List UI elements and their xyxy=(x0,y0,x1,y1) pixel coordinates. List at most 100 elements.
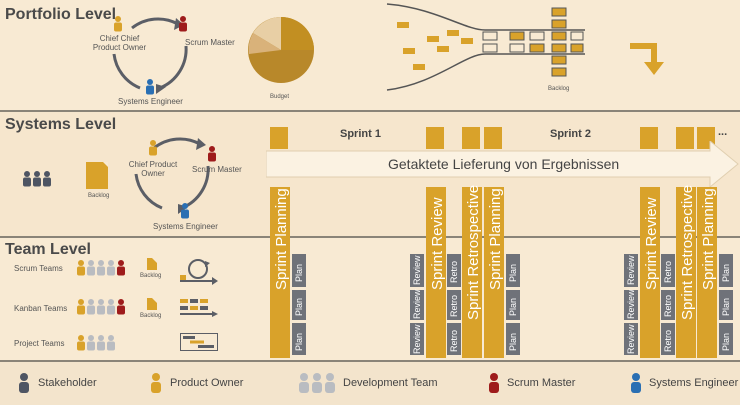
systems-scrum-master-icon xyxy=(208,146,216,162)
systems-cpo-label: Chief Product Owner xyxy=(124,160,182,178)
stakeholder-legend-label: Stakeholder xyxy=(38,377,97,389)
kanban-board-icon xyxy=(180,299,218,317)
team-retro-box xyxy=(661,323,675,355)
team-retro-label: Retro xyxy=(449,329,459,352)
team-retro-label: Retro xyxy=(449,294,459,317)
systems-sm-label: Scrum Master xyxy=(192,165,242,174)
systems-product-owner-icon xyxy=(149,140,157,156)
stakeholder-legend-icon xyxy=(19,373,29,393)
team-plan-label: Plan xyxy=(294,297,304,316)
sprint-review-label: Sprint Review xyxy=(429,197,446,290)
sprint-planning-label-2: Sprint Planning xyxy=(487,188,504,290)
sprint-block xyxy=(640,127,658,149)
team-plan-label: Plan xyxy=(721,332,731,351)
gantt-chart-icon xyxy=(180,333,218,351)
sprint-retrospective-label-2: Sprint Retrospective xyxy=(679,184,696,320)
team-retro-label: Retro xyxy=(663,260,673,283)
sprint-retrospective-label: Sprint Retrospective xyxy=(465,184,482,320)
sprint-planning-label: Sprint Planning xyxy=(273,188,290,290)
team-review-box xyxy=(624,254,638,287)
systems-cpo-text: Chief Product Owner xyxy=(128,160,178,178)
systems-role-cycle xyxy=(134,137,210,214)
team-plan-box xyxy=(719,254,733,287)
scrum-master-legend-label: Scrum Master xyxy=(507,377,576,389)
team-review-label: Review xyxy=(412,289,422,319)
chief-product-owner-label: Chief Chief Product Owner xyxy=(92,34,147,52)
systems-engineer-legend-icon xyxy=(631,373,641,393)
team-plan-label: Plan xyxy=(508,297,518,316)
team-retro-box xyxy=(447,323,461,355)
team-review-box xyxy=(410,323,424,355)
team-plan-label: Plan xyxy=(294,332,304,351)
sprint-block xyxy=(270,127,288,149)
team-plan-box xyxy=(506,323,520,355)
sprint-planning-bar-2 xyxy=(484,187,504,358)
team-plan-label: Plan xyxy=(508,263,518,282)
team-band xyxy=(0,238,740,360)
development-team-legend-label: Development Team xyxy=(343,377,438,389)
team-plan-box xyxy=(719,323,733,355)
team-review-box xyxy=(624,323,638,355)
kanban-backlog-icon xyxy=(147,298,157,310)
scrum-cycle-icon xyxy=(180,259,218,285)
sprint-block xyxy=(462,127,480,149)
team-retro-label: Retro xyxy=(449,260,459,283)
team-review-label: Review xyxy=(412,324,422,354)
stakeholders-icon xyxy=(23,171,51,187)
scrum-teams-label: Scrum Teams xyxy=(14,264,63,273)
team-plan-box xyxy=(506,254,520,287)
legend-band xyxy=(0,362,740,405)
sprint-planning-label-3: Sprint Planning xyxy=(700,188,717,290)
team-review-label: Review xyxy=(412,255,422,285)
team-plan-label: Plan xyxy=(721,263,731,282)
team-level-title: Team Level xyxy=(5,241,91,258)
team-review-box xyxy=(624,290,638,320)
budget-label: Budget xyxy=(270,94,290,100)
systems-engineer-legend-label: Systems Engineer xyxy=(649,377,739,389)
team-review-box xyxy=(410,254,424,287)
team-plan-label: Plan xyxy=(294,263,304,282)
systems-engineer-icon xyxy=(146,79,154,95)
sprint-review-label-2: Sprint Review xyxy=(643,197,660,290)
development-team-legend-icon xyxy=(299,373,335,393)
sprint-2-label: Sprint 2 xyxy=(550,128,591,140)
team-plan-box xyxy=(719,290,733,320)
scrum-master-icon xyxy=(179,16,187,32)
portfolio-band xyxy=(0,0,740,110)
divider-portfolio xyxy=(0,110,740,112)
team-review-box xyxy=(410,290,424,320)
sprint-block xyxy=(484,127,502,149)
down-arrow-icon xyxy=(630,43,664,75)
scrum-backlog-label: Backlog xyxy=(140,273,162,279)
team-retro-box xyxy=(447,254,461,287)
portfolio-backlog-label: Backlog xyxy=(548,86,570,92)
sprint-review-bar xyxy=(426,187,446,358)
project-teams-label: Project Teams xyxy=(14,339,65,348)
portfolio-backlog-funnel xyxy=(386,3,585,91)
team-plan-box xyxy=(292,254,306,287)
team-retro-box xyxy=(661,290,675,320)
chief-product-owner-text: Chief Chief Product Owner xyxy=(92,34,147,52)
project-team-members-icon xyxy=(77,335,115,351)
team-retro-box xyxy=(447,290,461,320)
sprint-ellipsis: ... xyxy=(718,126,728,138)
sprint-planning-bar-3 xyxy=(697,187,717,358)
scrum-master-legend-icon xyxy=(489,373,499,393)
team-plan-box xyxy=(292,290,306,320)
sprint-planning-bar xyxy=(270,187,290,358)
kanban-teams-label: Kanban Teams xyxy=(14,304,68,313)
team-retro-label: Retro xyxy=(663,294,673,317)
team-retro-label: Retro xyxy=(663,329,673,352)
sprint-retrospective-bar-2 xyxy=(676,187,696,358)
team-review-label: Review xyxy=(626,289,636,319)
kanban-team-members-icon xyxy=(77,299,125,315)
systems-engineer-icon-2 xyxy=(181,203,189,219)
systems-backlog-label: Backlog xyxy=(88,193,110,199)
team-review-label: Review xyxy=(626,324,636,354)
team-plan-box xyxy=(506,290,520,320)
sprint-retrospective-bar xyxy=(462,187,482,358)
scrum-master-label: Scrum Master xyxy=(185,38,235,47)
systems-engineer-label: Systems Engineer xyxy=(118,97,183,106)
team-plan-box xyxy=(292,323,306,355)
sprint-block xyxy=(426,127,444,149)
